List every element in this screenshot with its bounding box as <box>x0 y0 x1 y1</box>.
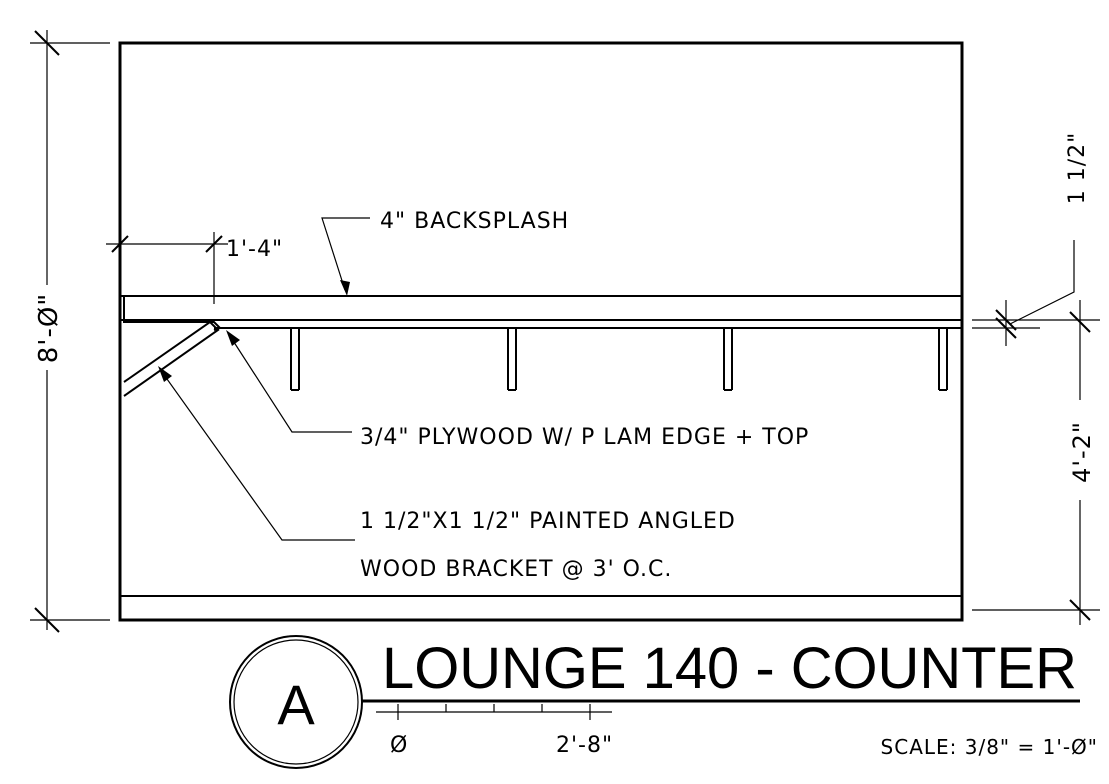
note-bracket-line1: 1 1/2"X1 1/2" PAINTED ANGLED <box>360 509 736 534</box>
drawing-title: LOUNGE 140 - COUNTER <box>382 636 1077 701</box>
bracket-depth-label: 1'-4" <box>226 237 283 262</box>
dim-tick <box>34 607 60 633</box>
dim-tick <box>995 317 1017 339</box>
dim-tick <box>34 30 60 56</box>
counter-height-label: 4'-2" <box>1068 421 1096 483</box>
arrowhead <box>340 280 350 296</box>
scale-label: SCALE: 3/8" = 1'-Ø" <box>881 735 1098 759</box>
detail-bubble-inner <box>233 639 359 765</box>
note-backsplash: 4" BACKSPLASH <box>380 209 569 234</box>
dim-tick <box>1069 599 1091 621</box>
note-bracket-line2: WOOD BRACKET @ 3' O.C. <box>360 557 672 582</box>
counter-top <box>119 295 963 321</box>
leader-counter-thickness <box>1009 240 1075 325</box>
arrowhead <box>226 330 240 346</box>
dim-text-mask <box>30 285 64 370</box>
leader-backsplash <box>321 217 370 291</box>
dim-tick <box>1069 311 1091 333</box>
leader-plywood <box>229 335 352 433</box>
scale-bar-start: Ø <box>390 733 408 758</box>
wall-outline <box>118 41 964 622</box>
dim-tick <box>111 235 129 253</box>
angled-bracket <box>123 320 220 397</box>
dim-text-mask <box>1066 400 1096 500</box>
detail-letter: A <box>277 673 315 736</box>
leader-bracket <box>161 371 355 541</box>
arrowhead <box>158 366 172 382</box>
note-plywood: 3/4" PLYWOOD W/ P LAM EDGE + TOP <box>360 425 809 450</box>
dim-tick <box>995 309 1017 331</box>
dim-tick <box>205 235 223 253</box>
overall-height-label: 8'-Ø" <box>34 293 64 364</box>
counter-thickness-label: 1 1/2" <box>1065 132 1090 205</box>
scale-bar-end: 2'-8" <box>556 733 613 758</box>
